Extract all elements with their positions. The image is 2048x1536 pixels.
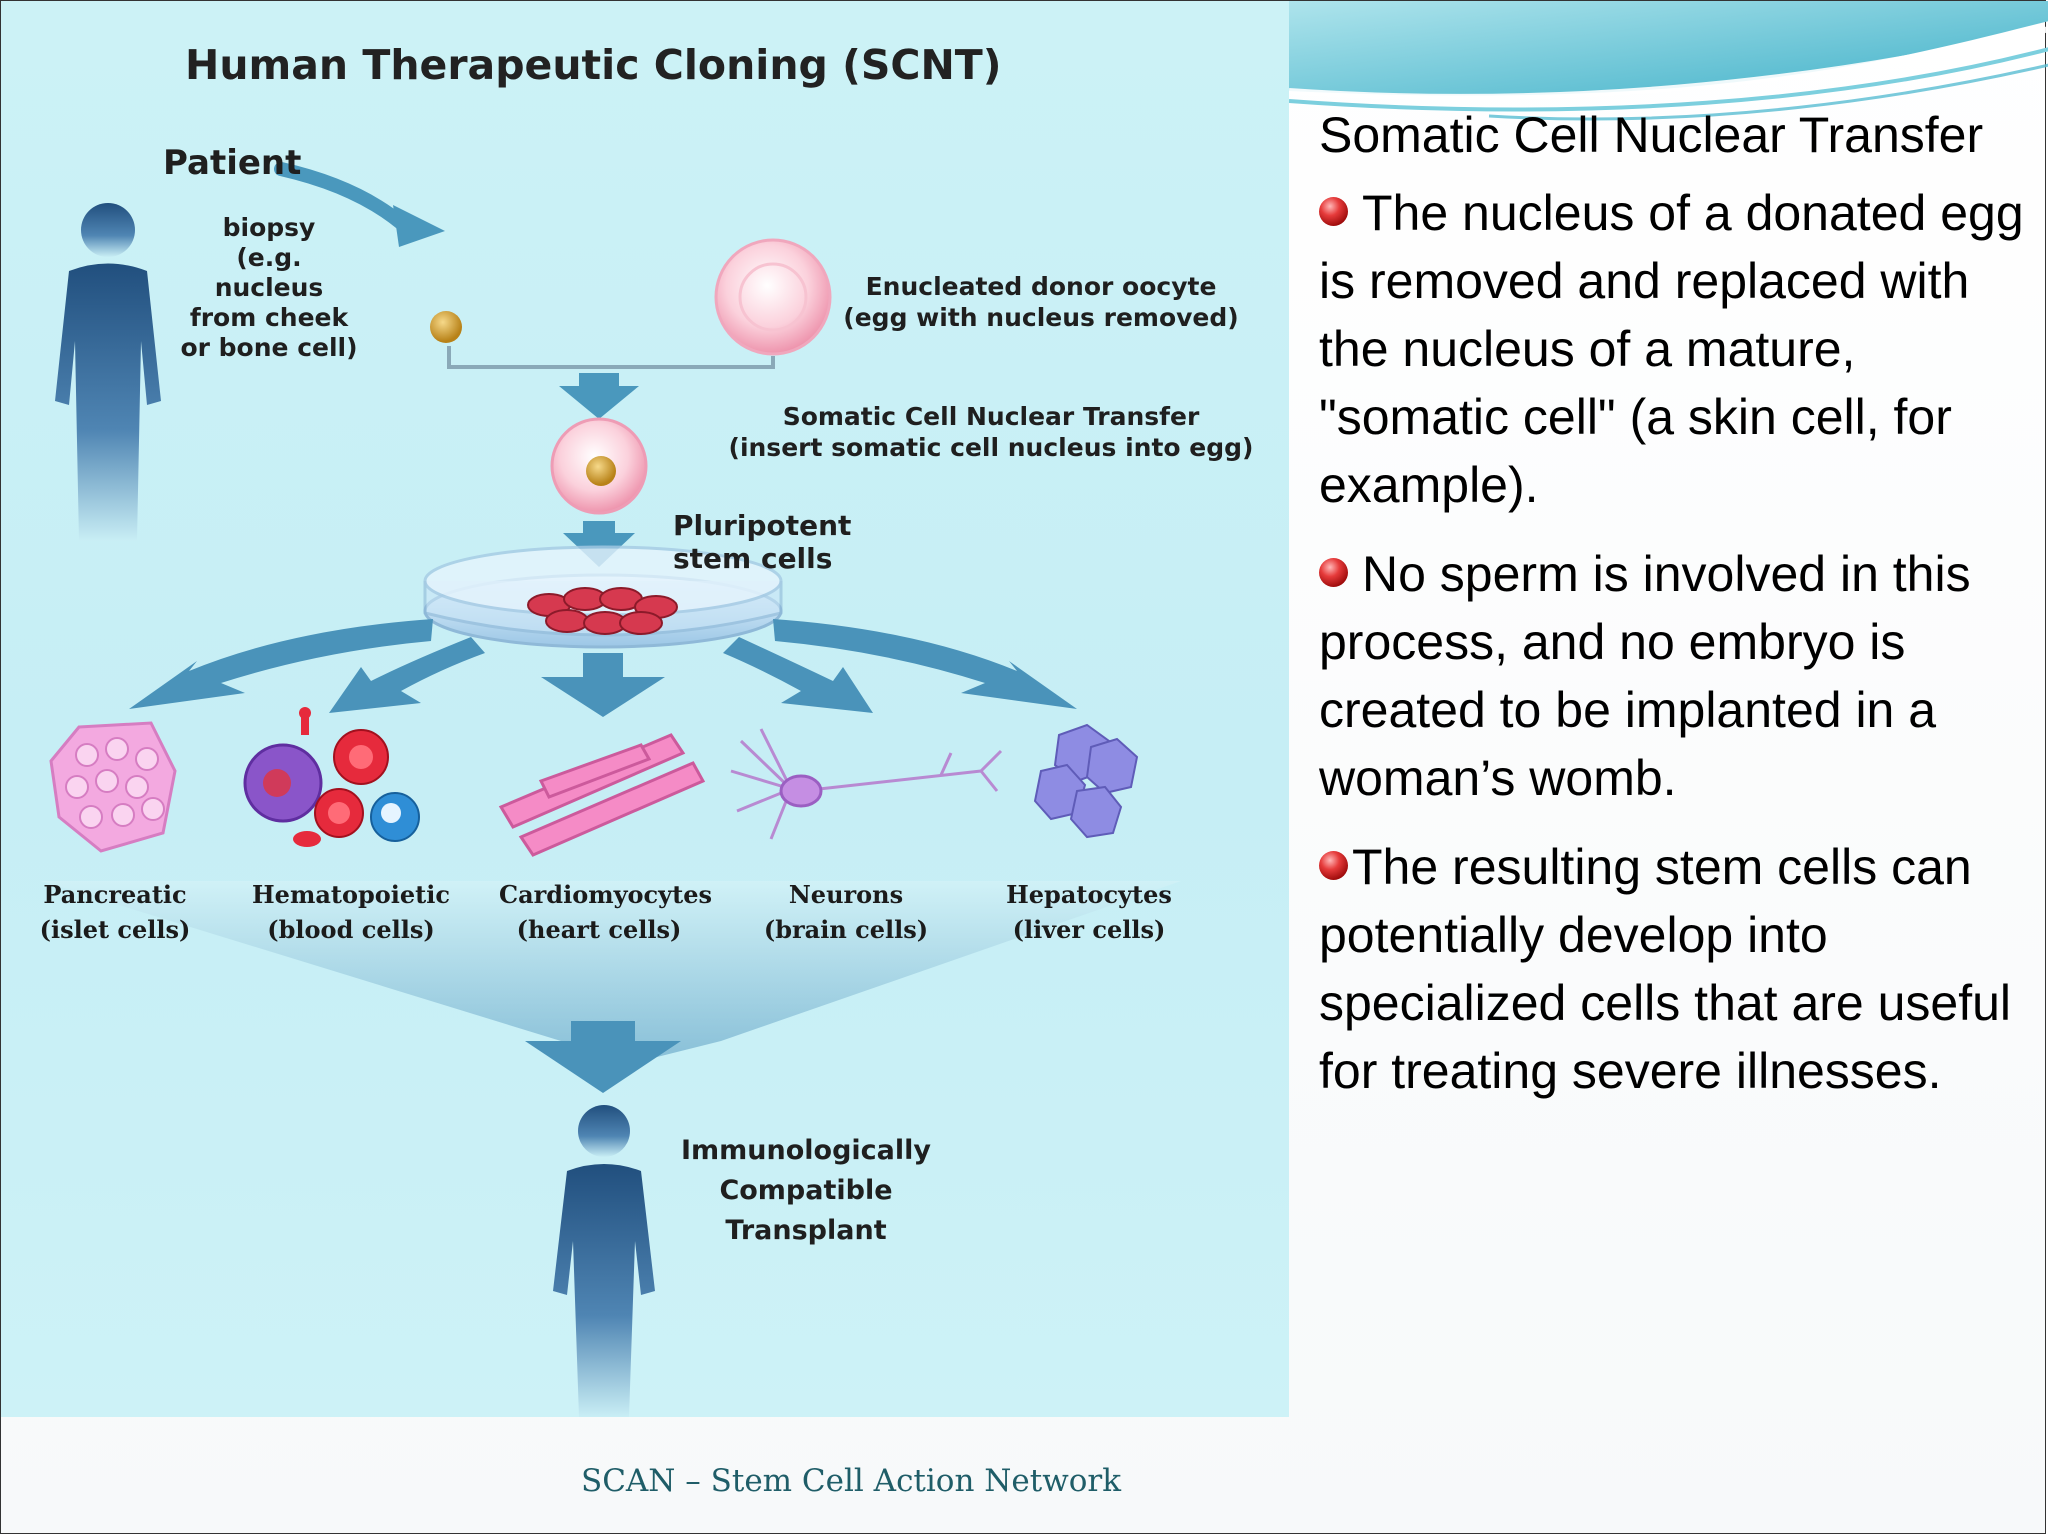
donor-oocyte-label: Enucleated donor oocyte (egg with nucleu…: [843, 272, 1239, 332]
cell-type-hematopoietic: Hematopoietic (blood cells): [252, 880, 450, 944]
patient-label: Patient: [163, 143, 302, 183]
pluripotent-label: Pluripotent stem cells: [673, 509, 852, 575]
donor-egg: [714, 238, 832, 356]
bullet-item: The nucleus of a donated egg is removed …: [1319, 185, 2024, 513]
somatic-nucleus: [430, 311, 462, 343]
header-wave-decoration: [1289, 1, 2048, 121]
cell-type-pancreatic: Pancreatic (islet cells): [39, 880, 191, 944]
diagram-title: Human Therapeutic Cloning (SCNT): [185, 41, 1002, 89]
differentiation-arrows: [129, 619, 1077, 717]
biopsy-label: biopsy (e.g. nucleus from cheek or bone …: [180, 213, 358, 362]
slide-heading: Somatic Cell Nuclear Transfer: [1319, 107, 1984, 163]
nuclear-transfer-label: Somatic Cell Nuclear Transfer (insert so…: [728, 402, 1254, 462]
pancreatic-cells: [49, 721, 177, 853]
heart-cells: [498, 733, 706, 857]
footer-credit: SCAN – Stem Cell Action Network: [580, 1463, 1122, 1499]
biopsy-arrow: [274, 162, 408, 230]
cell-type-neurons: Neurons (brain cells): [763, 880, 929, 944]
petri-dish: [423, 545, 783, 649]
scnt-diagram: Human Therapeutic Cloning (SCNT) Patient…: [1, 1, 1289, 1417]
transplant-label: Immunologically Compatible Transplant: [680, 1135, 932, 1246]
patient-silhouette: [55, 203, 161, 541]
cell-type-cardiomyocytes: Cardiomyocytes (heart cells): [499, 880, 712, 944]
bullet-dot-icon: [1319, 558, 1348, 587]
transplant-funnel: [41, 881, 1181, 1061]
blood-cells: [243, 707, 420, 847]
cell-type-hepatocytes: Hepatocytes (liver cells): [1006, 880, 1172, 944]
bullet-item: No sperm is involved in this process, an…: [1319, 546, 1971, 806]
bullet-item: The resulting stem cells can potentially…: [1319, 839, 2012, 1099]
text-column: Somatic Cell Nuclear Transfer The nucleu…: [1319, 101, 2031, 1126]
transplant-silhouette: [553, 1105, 655, 1417]
liver-cells: [1033, 723, 1139, 839]
bullet-dot-icon: [1319, 851, 1348, 880]
neuron-cell: [730, 728, 1003, 840]
bullet-dot-icon: [1319, 197, 1348, 226]
